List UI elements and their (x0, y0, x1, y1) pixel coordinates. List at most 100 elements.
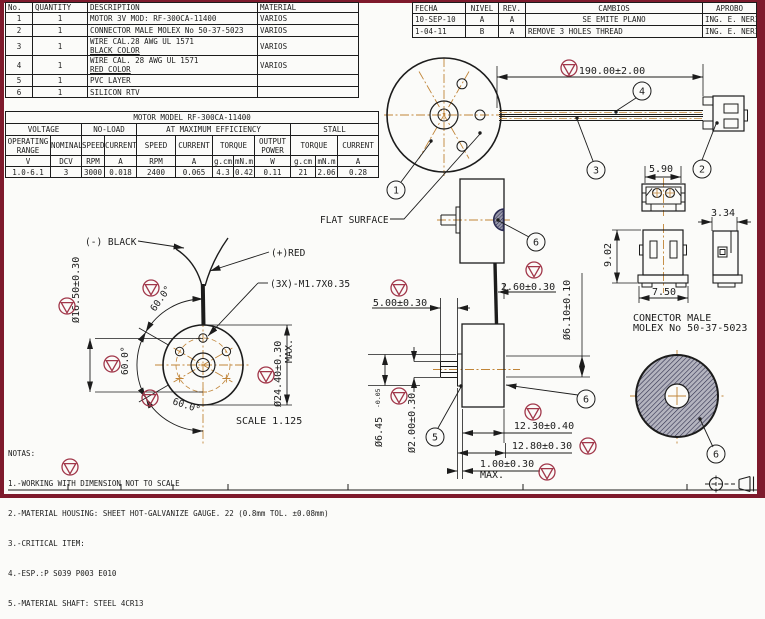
connector-depth-dimension: 3.34 (698, 208, 751, 231)
bolt-circle-dimension: Ø16.50±0.30 (70, 257, 203, 393)
boss-dia-dimension: Ø6.10±0.10 (506, 273, 590, 378)
svg-text:2: 2 (699, 165, 705, 176)
balloon-4: 4 (614, 81, 652, 114)
note-line: 5.-MATERIAL SHAFT: STEEL 4CR13 (8, 599, 144, 608)
balloon-1: 1 (386, 139, 433, 200)
svg-text:12.80±0.30: 12.80±0.30 (512, 441, 572, 452)
critical-item-icon (61, 458, 79, 476)
critical-item-icon (257, 366, 275, 384)
table-row: 5 1 PVC LAYER (5, 74, 359, 87)
outer-dia-dimension: Ø24.40±0.30 MAX. (203, 324, 295, 407)
silicon-rtv-view (630, 350, 726, 444)
black-wire-callout: (-) BLACK (85, 237, 185, 250)
wire-length-dimension: 190.00±2.00 (496, 59, 704, 108)
critical-item-icon (390, 279, 408, 297)
svg-text:(+)RED: (+)RED (271, 248, 306, 259)
svg-text:60.0°: 60.0° (120, 346, 131, 375)
svg-text:6: 6 (713, 450, 719, 461)
connector-height-dimension: 9.02 (603, 229, 641, 284)
svg-text:Ø6.45: Ø6.45 (373, 417, 385, 447)
svg-text:5.90: 5.90 (649, 164, 673, 175)
svg-text:5.00±0.30: 5.00±0.30 (373, 298, 427, 309)
red-wire-callout: (+)RED (209, 248, 306, 272)
spec-values-row: 1.0-6.1 3 3000 0.018 2400 0.065 4.3 0.42… (5, 166, 380, 178)
svg-text:-0.05: -0.05 (374, 388, 382, 408)
svg-text:(3X)-M1.7X0.35: (3X)-M1.7X0.35 (270, 279, 350, 290)
flange-dia-dimension: Ø6.45 -0.05 (368, 354, 456, 447)
centerlines (384, 58, 505, 176)
table-row: 1-04-11 B A REMOVE 3 HOLES THREAD ING. E… (412, 25, 757, 38)
svg-text:1.00±0.30: 1.00±0.30 (480, 459, 534, 470)
revision-header-row: FECHA NIVEL REV. CAMBIOS APROBO (412, 2, 757, 14)
body-total-dimension: 12.80±0.30 (457, 441, 572, 456)
motor-side-view-bottom (433, 323, 520, 408)
sheet-border (0, 0, 765, 498)
svg-text:6: 6 (583, 395, 589, 406)
svg-text:1: 1 (393, 186, 399, 197)
svg-text:9.02: 9.02 (603, 243, 614, 267)
balloon-3: 3 (575, 116, 606, 180)
svg-text:Ø16.50±0.30: Ø16.50±0.30 (70, 257, 82, 323)
notes-title: NOTAS: (8, 449, 36, 458)
svg-text:3: 3 (593, 166, 599, 177)
connector-end-view (712, 230, 743, 288)
spec-group-row: VOLTAGE NO-LOAD AT MAXIMUM EFFICIENCY ST… (5, 123, 380, 136)
connector-name-line1: CONECTOR MALE (633, 313, 711, 324)
critical-item-icon (390, 387, 408, 405)
svg-text:60.0°: 60.0° (171, 396, 202, 415)
wire-exit (175, 237, 229, 326)
critical-item-icon (538, 463, 556, 481)
table-row: 6 1 SILICON RTV (5, 86, 359, 98)
wire-lead (493, 263, 499, 325)
wire-offset-dimension: 2.60±0.30 (498, 282, 556, 299)
svg-text:12.30±0.40: 12.30±0.40 (514, 421, 574, 432)
connector-side-view (637, 224, 689, 293)
note-line: 4.-ESP.:P S039 P003 E010 (8, 569, 117, 578)
motor-spec-table: MOTOR MODEL RF-300CA-11400 VOLTAGE NO-LO… (4, 111, 380, 178)
svg-text:60.0°: 60.0° (148, 284, 173, 314)
motor-front-view (384, 57, 505, 176)
svg-text:MAX.: MAX. (480, 470, 504, 481)
svg-text:FLAT SURFACE: FLAT SURFACE (320, 215, 389, 226)
svg-text:(-) BLACK: (-) BLACK (85, 237, 137, 248)
connector-width-dimension: 7.50 (638, 286, 689, 303)
svg-text:3.34: 3.34 (711, 208, 735, 219)
critical-item-icon (103, 355, 121, 373)
revision-table: FECHA NIVEL REV. CAMBIOS APROBO 10-SEP-1… (412, 2, 757, 38)
flange-thickness-dimension: 1.00±0.30 MAX. (447, 459, 540, 481)
balloon-6-bottom: 6 (698, 417, 726, 464)
svg-text:5: 5 (432, 433, 438, 444)
scale-label: SCALE 1.125 (236, 416, 302, 427)
critical-item-icon (142, 279, 160, 297)
svg-text:MAX.: MAX. (284, 339, 295, 363)
critical-item-icon (524, 403, 542, 421)
connector-name-line2: MOLEX No 50-37-5023 (633, 323, 747, 334)
spec-subheader-row: OPERATING RANGE NOMINAL SPEED CURRENT SP… (5, 135, 380, 156)
note-line: 2.-MATERIAL HOUSING: SHEET HOT-GALVANIZE… (8, 509, 329, 518)
title-block-line (8, 484, 757, 491)
table-row: 2 1 CONNECTOR MALE MOLEX No 50-37-5023 V… (5, 24, 359, 37)
svg-text:2.60±0.30: 2.60±0.30 (501, 282, 555, 293)
wire-harness (499, 110, 703, 121)
note-line: 1.-WORKING WITH DIMENSION NOT TO SCALE (8, 479, 180, 488)
parts-table: No. QUANTITY DESCRIPTION MATERIAL 1 1 MO… (5, 2, 359, 98)
balloon-6-top: 6 (496, 218, 546, 252)
connector-front-view (641, 178, 686, 216)
screw-spec-callout: (3X)-M1.7X0.35 (207, 279, 350, 337)
shaft-length-dimension: 5.00±0.30 (372, 298, 470, 362)
svg-text:Ø2.00±0.30: Ø2.00±0.30 (406, 393, 418, 453)
connector-plug-view (702, 95, 748, 132)
table-row: 1 1 MOTOR 3V MOD: RF-300CA-11400 VARIOS (5, 12, 359, 25)
critical-item-icon (560, 59, 578, 77)
svg-text:6: 6 (533, 238, 539, 249)
svg-text:Ø6.10±0.10: Ø6.10±0.10 (561, 280, 573, 340)
balloon-6-mid: 6 (505, 383, 596, 409)
shaft-dia-dimension: Ø2.00±0.30 (406, 347, 440, 453)
flat-surface-callout: FLAT SURFACE (320, 131, 482, 226)
note-line: 3.-CRITICAL ITEM: (8, 539, 85, 548)
balloon-2: 2 (692, 121, 719, 179)
svg-text:7.50: 7.50 (652, 287, 676, 298)
svg-text:Ø24.40±0.30: Ø24.40±0.30 (272, 341, 284, 407)
svg-text:190.00±2.00: 190.00±2.00 (579, 66, 645, 77)
motor-side-view-top (437, 178, 512, 264)
